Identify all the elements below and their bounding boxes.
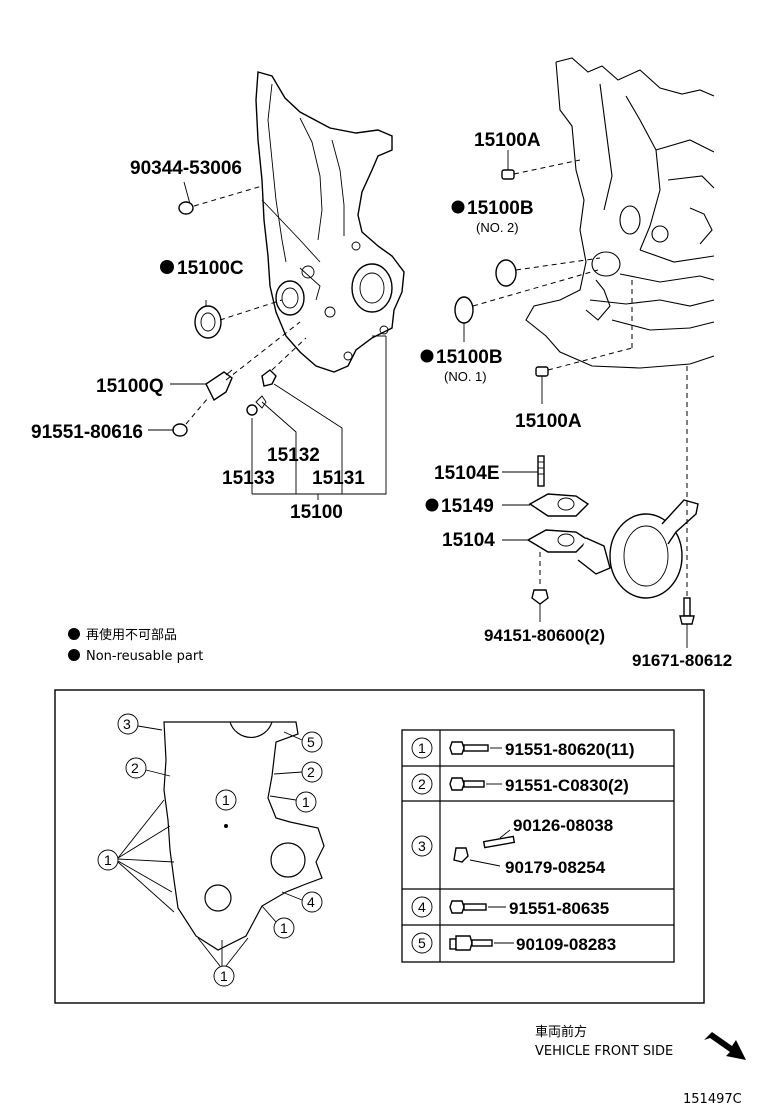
legend-mark-icon — [68, 628, 80, 640]
o-ring-15100B-no2-icon — [495, 257, 601, 287]
callout-3: 3 — [123, 716, 131, 732]
legend-jp: 再使用不可部品 — [86, 627, 177, 643]
bolt-icon — [449, 741, 489, 755]
non-reusable-mark-icon — [451, 200, 465, 214]
bolt-91551-80616-icon — [172, 397, 209, 437]
legend-mark-icon — [68, 649, 80, 661]
label-90344-53006: 90344-53006 — [130, 158, 242, 179]
table-num-3: 3 — [418, 838, 426, 854]
callout-1-lower-right: 1 — [280, 920, 288, 936]
bolt-15133-icon — [246, 404, 258, 416]
label-15100A-bottom: 15100A — [515, 411, 582, 432]
plug-15131-icon — [261, 337, 307, 387]
callout-1-center: 1 — [222, 792, 230, 808]
stud-icon — [482, 835, 516, 849]
callout-1-left: 1 — [104, 852, 112, 868]
engine-block-drawing — [525, 57, 715, 369]
callout-1-bottom: 1 — [220, 968, 228, 984]
inset-cover-outline — [163, 721, 325, 951]
figure-id: 151497C — [683, 1092, 742, 1107]
o-ring-15100B-no1-icon — [454, 269, 599, 342]
table-num-5: 5 — [418, 935, 426, 951]
table-num-2: 2 — [418, 776, 426, 792]
bolt-location-inset — [54, 689, 705, 1004]
table-part-4: 91551-80635 — [509, 899, 609, 918]
label-15149: 15149 — [441, 496, 494, 517]
direction-jp: 車両前方 — [535, 1024, 587, 1040]
bolt-94151-icon — [531, 589, 549, 622]
non-reusable-mark-icon — [420, 349, 434, 363]
callout-4: 4 — [307, 894, 315, 910]
label-91671-80612: 91671-80612 — [632, 651, 732, 670]
table-part-3b: 90179-08254 — [505, 858, 606, 877]
legend-en: Non-reusable part — [86, 649, 203, 664]
oil-seal-15100C-icon — [194, 299, 283, 339]
oil-strainer-15104-icon — [502, 499, 699, 599]
label-15104E: 15104E — [434, 463, 500, 484]
label-15100C: 15100C — [177, 258, 244, 279]
label-15132: 15132 — [267, 445, 320, 466]
flange-bolt-icon — [449, 935, 493, 951]
pin-15100A-bottom-icon — [535, 280, 633, 404]
label-15131: 15131 — [312, 468, 365, 489]
gasket-15149-icon — [502, 493, 590, 517]
non-reusable-mark-icon — [425, 498, 439, 512]
table-part-2: 91551-C0830(2) — [505, 776, 629, 795]
bolt-icon — [449, 777, 485, 791]
label-91551-80616: 91551-80616 — [31, 422, 143, 443]
sensor-15100Q-icon — [205, 321, 301, 402]
inset-callouts: 3 2 1 1 1 5 2 1 4 1 — [97, 713, 323, 987]
gasket-15132-icon — [255, 395, 267, 409]
callout-2-left: 2 — [131, 760, 139, 776]
label-15100A-top: 15100A — [474, 130, 541, 151]
bolt-90344-icon — [178, 185, 263, 215]
pin-15100A-top-icon — [501, 150, 581, 180]
direction-en: VEHICLE FRONT SIDE — [535, 1044, 673, 1059]
label-15100Q: 15100Q — [96, 376, 164, 397]
label-15133: 15133 — [222, 468, 275, 489]
label-15100B-bottom: 15100B — [436, 347, 503, 368]
timing-cover-drawing — [255, 71, 405, 373]
table-part-1: 91551-80620(11) — [505, 740, 635, 759]
table-part-5: 90109-08283 — [516, 935, 616, 954]
table-num-1: 1 — [418, 740, 426, 756]
label-15100: 15100 — [290, 502, 343, 523]
stud-15104E-icon — [502, 455, 545, 487]
callout-5: 5 — [307, 734, 315, 750]
bolt-91671-icon — [679, 366, 695, 648]
label-15100B-top-sub: (NO. 2) — [476, 220, 519, 235]
label-15100B-top: 15100B — [467, 198, 534, 219]
front-arrow-icon — [704, 1032, 746, 1060]
table-part-3a: 90126-08038 — [513, 816, 613, 835]
nut-icon — [453, 847, 469, 863]
label-94151-80600: 94151-80600(2) — [484, 626, 605, 645]
label-15104: 15104 — [442, 530, 495, 551]
callout-1-right: 1 — [302, 794, 310, 810]
table-num-4: 4 — [418, 899, 426, 915]
label-15100B-bottom-sub: (NO. 1) — [444, 369, 487, 384]
callout-2-right: 2 — [307, 764, 315, 780]
bolt-icon — [449, 900, 487, 914]
bolt-spec-table: 1 2 3 4 5 — [401, 729, 675, 963]
non-reusable-mark-icon — [160, 260, 174, 274]
